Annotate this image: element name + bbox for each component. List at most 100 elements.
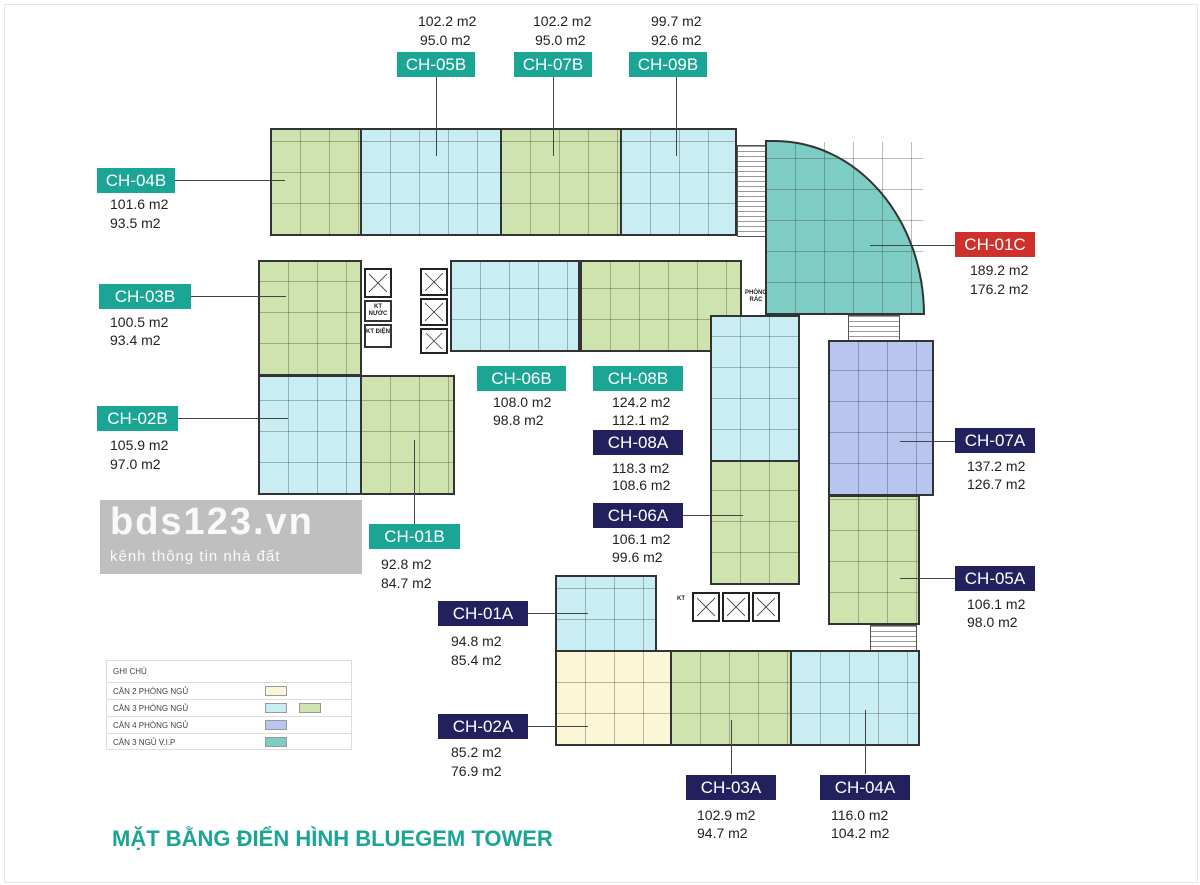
unit-ch01b[interactable]	[360, 375, 455, 495]
elevator	[364, 268, 392, 298]
legend-swatch	[299, 703, 321, 713]
area-ch05a-2: 98.0 m2	[967, 614, 1018, 630]
unit-ch06a[interactable]	[710, 460, 800, 585]
area-ch07b-1: 102.2 m2	[533, 13, 592, 29]
unit-ch05a[interactable]	[828, 495, 920, 625]
label-ch04a[interactable]: CH-04A	[820, 775, 910, 800]
leader-line	[191, 296, 286, 297]
area-ch07a-2: 126.7 m2	[967, 476, 1026, 492]
leader-line	[528, 726, 588, 727]
leader-line	[528, 613, 588, 614]
area-ch05b-2: 95.0 m2	[420, 32, 471, 48]
unit-ch02b[interactable]	[258, 375, 362, 495]
legend-swatch	[265, 686, 287, 696]
leader-line	[178, 418, 288, 419]
legend-swatch	[265, 703, 287, 713]
legend-label: CĂN 3 NGỦ V.I.P	[113, 737, 176, 747]
label-ch07b[interactable]: CH-07B	[514, 52, 592, 77]
unit-ch09b[interactable]	[620, 128, 737, 236]
legend-swatch	[265, 720, 287, 730]
label-ch03b[interactable]: CH-03B	[99, 284, 191, 309]
unit-ch04b[interactable]	[270, 128, 362, 236]
leader-line	[683, 515, 743, 516]
legend-swatch	[265, 737, 287, 747]
area-ch02a-1: 85.2 m2	[451, 744, 502, 760]
unit-ch07a[interactable]	[828, 340, 934, 496]
stairwell	[848, 315, 900, 342]
label-ch05b[interactable]: CH-05B	[397, 52, 475, 77]
leader-line	[870, 245, 955, 246]
label-ch06a[interactable]: CH-06A	[593, 503, 683, 528]
label-ch07a[interactable]: CH-07A	[955, 428, 1035, 453]
area-ch01b-2: 84.7 m2	[381, 575, 432, 591]
area-ch02a-2: 76.9 m2	[451, 763, 502, 779]
area-ch08b-1: 124.2 m2	[612, 394, 671, 410]
area-ch05b-1: 102.2 m2	[418, 13, 477, 29]
label-ch08a[interactable]: CH-08A	[593, 430, 683, 455]
label-ch09b[interactable]: CH-09B	[629, 52, 707, 77]
stairwell	[737, 145, 767, 237]
area-ch03a-2: 94.7 m2	[697, 825, 748, 841]
unit-ch05b[interactable]	[360, 128, 502, 236]
area-ch04b-1: 101.6 m2	[110, 196, 169, 212]
legend-item: CĂN 4 PHÒNG NGỦ	[107, 716, 351, 733]
area-ch06a-1: 106.1 m2	[612, 531, 671, 547]
area-ch04a-2: 104.2 m2	[831, 825, 890, 841]
label-ch01c[interactable]: CH-01C	[955, 232, 1035, 257]
area-ch09b-1: 99.7 m2	[651, 13, 702, 29]
elevator	[752, 592, 780, 622]
legend-item: CĂN 3 NGỦ V.I.P	[107, 733, 351, 750]
kt-label: KT	[677, 596, 685, 602]
kt-nuoc-room	[364, 300, 392, 322]
area-ch09b-2: 92.6 m2	[651, 32, 702, 48]
unit-ch08b[interactable]	[580, 260, 742, 352]
area-ch01b-1: 92.8 m2	[381, 556, 432, 572]
elevator	[420, 298, 448, 326]
leader-line	[900, 578, 955, 579]
unit-ch01c[interactable]	[765, 140, 925, 315]
legend: GHI CHÚ CĂN 2 PHÒNG NGỦ CĂN 3 PHÒNG NGỦ …	[106, 660, 352, 750]
label-ch03a[interactable]: CH-03A	[686, 775, 776, 800]
label-ch04b[interactable]: CH-04B	[97, 168, 175, 193]
label-ch05a[interactable]: CH-05A	[955, 566, 1035, 591]
kt-dien-room	[364, 324, 392, 348]
watermark-box	[100, 500, 362, 574]
area-ch06b-2: 98.8 m2	[493, 412, 544, 428]
unit-ch06b[interactable]	[450, 260, 580, 352]
area-ch08a-1: 118.3 m2	[612, 460, 670, 476]
leader-line	[553, 76, 554, 156]
legend-label: CĂN 3 PHÒNG NGỦ	[113, 703, 189, 713]
area-ch07a-1: 137.2 m2	[967, 458, 1026, 474]
label-ch06b[interactable]: CH-06B	[477, 366, 566, 391]
label-ch01b[interactable]: CH-01B	[369, 524, 460, 549]
legend-item: CĂN 3 PHÒNG NGỦ	[107, 699, 351, 716]
area-ch02b-2: 97.0 m2	[110, 456, 161, 472]
watermark-text: bds123.vn	[110, 501, 314, 543]
elevator	[420, 268, 448, 296]
leader-line	[175, 180, 285, 181]
elevator	[722, 592, 750, 622]
legend-label: CĂN 2 PHÒNG NGỦ	[113, 686, 189, 696]
unit-ch03b[interactable]	[258, 260, 362, 376]
leader-line	[731, 720, 732, 774]
label-ch02a[interactable]: CH-02A	[438, 714, 528, 739]
unit-ch08a[interactable]	[710, 315, 800, 462]
area-ch01a-2: 85.4 m2	[451, 652, 502, 668]
leader-line	[436, 76, 437, 156]
label-ch01a[interactable]: CH-01A	[438, 601, 528, 626]
unit-ch02a[interactable]	[555, 650, 672, 746]
leader-line	[676, 76, 677, 156]
area-ch06b-1: 108.0 m2	[493, 394, 552, 410]
legend-item: CĂN 2 PHÒNG NGỦ	[107, 682, 351, 699]
leader-line	[414, 440, 415, 524]
label-ch08b[interactable]: CH-08B	[593, 366, 683, 391]
unit-ch07b[interactable]	[500, 128, 622, 236]
leader-line	[865, 710, 866, 774]
elevator	[420, 328, 448, 354]
label-ch02b[interactable]: CH-02B	[97, 406, 178, 431]
elevator	[692, 592, 720, 622]
legend-title: GHI CHÚ	[113, 667, 147, 676]
watermark-subtext: kênh thông tin nhà đất	[110, 548, 281, 565]
unit-ch04a[interactable]	[790, 650, 920, 746]
area-ch08a-2: 108.6 m2	[612, 477, 671, 493]
